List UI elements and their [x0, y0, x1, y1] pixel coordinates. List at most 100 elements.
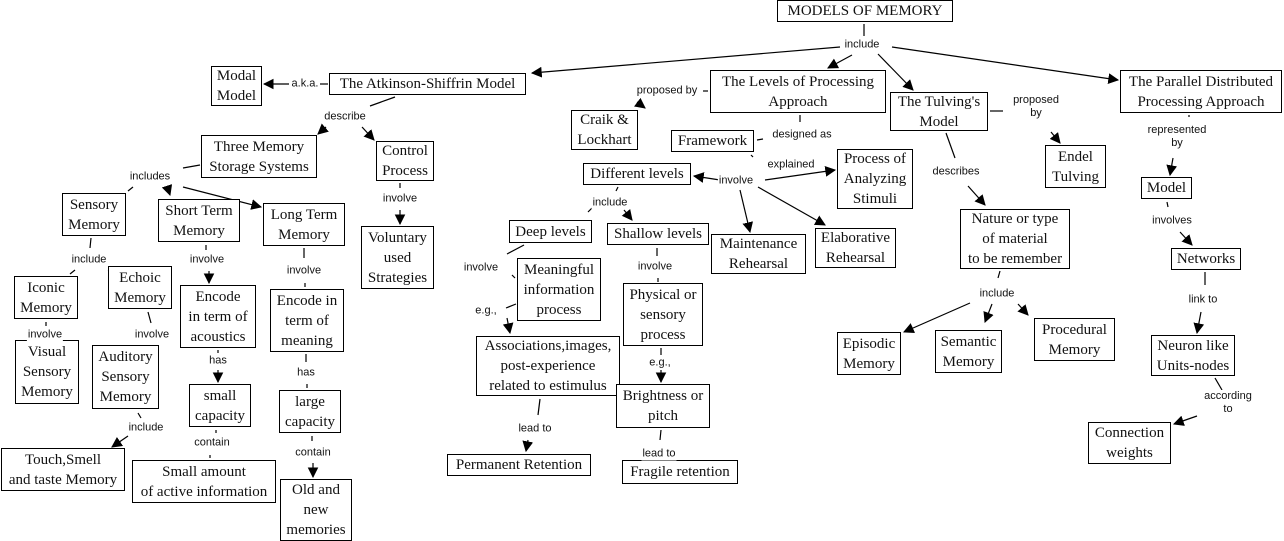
link-label-eg-deep: e.g., [474, 304, 498, 318]
connector-includes-to-sensory [127, 186, 134, 192]
node-endel-tulving: Endel Tulving [1045, 145, 1106, 188]
link-label-involve-shallow: involve [636, 260, 674, 274]
link-label-contain-ltm: contain [294, 446, 332, 460]
node-connection-weights: Connection weights [1088, 422, 1171, 464]
node-levels-of-processing: The Levels of Processing Approach [710, 70, 886, 113]
link-label-includes: includes [128, 170, 172, 184]
connector-represented-to-model [1166, 157, 1178, 177]
connector-deep-to-involve [506, 244, 525, 255]
link-label-describes: describes [931, 165, 981, 179]
connector-describe-to-three [317, 123, 329, 135]
node-encode-acoustics: Encode in term of acoustics [180, 285, 256, 348]
node-sensory-memory: Sensory Memory [62, 193, 126, 236]
node-models-of-memory: MODELS OF MEMORY [777, 0, 953, 22]
connector-include-to-pdp [891, 46, 1120, 84]
node-physical-sensory-process: Physical or sensory process [623, 283, 703, 346]
connector-tulving-to-describes [945, 132, 956, 159]
link-label-involve-deep: involve [462, 261, 500, 275]
node-episodic-memory: Episodic Memory [837, 332, 901, 375]
node-process-analyzing-stimuli: Process of Analyzing Stimuli [837, 149, 913, 209]
node-shallow-levels: Shallow levels [607, 223, 709, 245]
link-label-link-to: link to [1187, 293, 1219, 307]
node-encode-meaning: Encode in term of meaning [270, 289, 344, 352]
node-brightness-pitch: Brightness or pitch [616, 384, 710, 428]
node-long-term-memory: Long Term Memory [263, 203, 345, 246]
link-label-contain-stm: contain [193, 436, 231, 450]
link-label-lead-to-permanent: lead to [517, 422, 553, 436]
link-label-proposed-by-tulving: proposed by [1012, 94, 1060, 120]
link-label-include-levels: include [591, 196, 629, 210]
connector-explained-to-analyzing [764, 166, 837, 181]
link-label-involve-ltm: involve [285, 264, 323, 278]
connector-linkto-to-neuron [1193, 311, 1205, 335]
link-label-include-auditory: include [127, 421, 165, 435]
node-auditory-sensory-memory: Auditory Sensory Memory [92, 345, 159, 409]
link-label-has-stm: has [208, 354, 228, 368]
connector-include-to-iconic [69, 269, 76, 275]
link-label-aka: a.k.a. [290, 77, 320, 91]
node-touch-smell-taste: Touch,Smell and taste Memory [1, 448, 125, 491]
node-three-memory-storage: Three Memory Storage Systems [201, 135, 317, 178]
link-label-involve-control: involve [381, 192, 419, 206]
connector-includes-to-stm [161, 184, 173, 197]
node-fragile-retention: Fragile retention [622, 460, 738, 484]
link-label-include: include [843, 38, 881, 52]
connector-include-to-episodic [903, 302, 971, 334]
connector-involve-to-maintenance [739, 189, 754, 234]
link-label-designed-as: designed as [771, 128, 833, 142]
node-large-capacity: large capacity [279, 390, 341, 433]
connector-three-to-includes [182, 164, 201, 169]
node-permanent-retention: Permanent Retention [447, 454, 591, 476]
connector-meaningful-to-eg [505, 303, 517, 309]
connector-sensory-to-include [89, 237, 92, 249]
connector-leadto-to-permanent [522, 439, 534, 453]
connector-proposed-to-endel [1049, 131, 1061, 144]
node-maintenance-rehearsal: Maintenance Rehearsal [711, 234, 806, 274]
link-label-involve-echoic: involve [133, 328, 171, 342]
node-small-amount-info: Small amount of active information [132, 460, 276, 503]
link-label-involve-iconic: involve [26, 328, 64, 342]
node-small-capacity: small capacity [189, 384, 251, 427]
connector-include-to-semantic [983, 303, 994, 324]
node-visual-sensory-memory: Visual Sensory Memory [15, 340, 79, 404]
node-deep-levels: Deep levels [509, 220, 592, 243]
node-parallel-distributed: The Parallel Distributed Processing Appr… [1120, 70, 1282, 113]
node-networks: Networks [1171, 248, 1241, 270]
link-label-describe: describe [323, 110, 367, 124]
node-semantic-memory: Semantic Memory [935, 330, 1002, 373]
connector-describe-to-control [361, 126, 375, 141]
connector-brightness-to-leadto [659, 429, 662, 441]
link-label-proposed-by-craik: proposed by [635, 84, 699, 98]
node-framework: Framework [671, 130, 754, 152]
node-tulvings-model: The Tulving's Model [890, 92, 988, 131]
connector-associations-to-leadto [537, 398, 541, 416]
link-label-has-ltm: has [296, 366, 316, 380]
connector-include-to-levels [827, 54, 853, 69]
link-label-involves: involves [1151, 214, 1193, 228]
node-old-new-memories: Old and new memories [280, 479, 352, 541]
connector-include-to-touch [111, 435, 129, 448]
connector-eg-to-associations [502, 317, 514, 335]
link-label-include-sensory: include [70, 253, 108, 267]
connector-auditory-to-include [137, 412, 142, 419]
connector-model-to-involves [1166, 201, 1169, 208]
node-meaningful-information: Meaningful information process [517, 258, 601, 321]
node-control-process: Control Process [376, 141, 434, 181]
connector-involve-to-meaningful [511, 274, 516, 279]
node-echoic-memory: Echoic Memory [108, 266, 172, 309]
connector-different-to-include [615, 186, 619, 192]
node-procedural-memory: Procedural Memory [1034, 318, 1115, 361]
connector-involve-to-elaborative [757, 186, 826, 226]
connector-atkinson-to-describe [369, 96, 396, 107]
link-label-eg-shallow: e.g., [648, 356, 672, 370]
node-neuron-units: Neuron like Units-nodes [1151, 335, 1235, 376]
node-elaborative-rehearsal: Elaborative Rehearsal [815, 228, 896, 268]
node-iconic-memory: Iconic Memory [14, 276, 78, 319]
connector-echoic-to-involve [147, 311, 152, 324]
connector-describes-to-nature [967, 185, 986, 206]
link-label-involve-stm: involve [188, 253, 226, 267]
connector-according-to-weights [1172, 415, 1198, 426]
connector-include-to-procedural [1017, 303, 1029, 316]
node-short-term-memory: Short Term Memory [158, 199, 240, 242]
